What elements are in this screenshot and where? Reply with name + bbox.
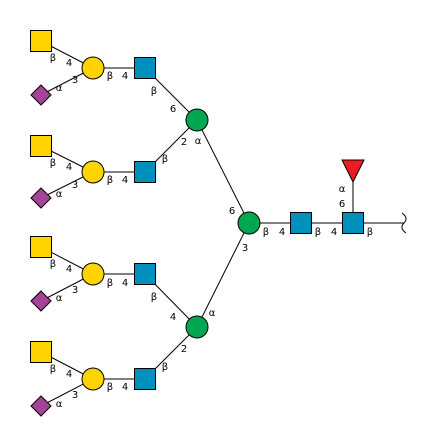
anomer-label: α	[56, 83, 63, 94]
anomer-label: β	[367, 227, 373, 238]
blue-square-icon	[342, 212, 364, 234]
position-label: 3	[72, 180, 78, 191]
anomer-label: β	[50, 158, 56, 169]
blue-square-icon	[134, 161, 156, 183]
anomer-label: β	[107, 175, 113, 186]
purple-diamond-icon	[30, 187, 52, 209]
anomer-label: α	[56, 293, 63, 304]
anomer-label: β	[50, 53, 56, 64]
blue-square-icon	[134, 57, 156, 79]
anomer-label: α	[195, 136, 202, 147]
position-label: 2	[181, 137, 187, 148]
yellow-square-icon	[30, 135, 52, 157]
purple-diamond-icon	[30, 395, 52, 417]
residue-symbols	[30, 30, 365, 417]
position-label: 4	[66, 162, 72, 173]
position-label: 4	[170, 312, 176, 323]
position-label: 3	[72, 390, 78, 401]
anomer-label: β	[151, 86, 157, 97]
anomer-label: α	[56, 399, 63, 410]
anomer-label: β	[162, 362, 168, 373]
blue-square-icon	[134, 263, 156, 285]
position-label: 3	[72, 285, 78, 296]
position-label: 4	[122, 175, 128, 186]
linkage-line-l9	[196, 119, 250, 224]
position-label: 6	[229, 206, 235, 217]
anomer-label: β	[162, 154, 168, 165]
position-label: 4	[122, 278, 128, 289]
position-label: 4	[122, 71, 128, 82]
anomer-label: β	[315, 227, 321, 238]
position-label: 4	[122, 382, 128, 393]
anomer-label: β	[107, 71, 113, 82]
blue-square-icon	[290, 212, 312, 234]
reducing-end-icon	[401, 212, 407, 234]
yellow-circle-icon	[81, 56, 105, 80]
anomer-label: β	[151, 292, 157, 303]
blue-square-icon	[134, 368, 156, 390]
green-circle-icon	[185, 108, 209, 132]
yellow-circle-icon	[81, 367, 105, 391]
position-label: 6	[170, 104, 176, 115]
anomer-label: α	[56, 189, 63, 200]
red-triangle-icon	[341, 159, 365, 184]
position-label: 3	[242, 243, 248, 254]
green-circle-icon	[185, 315, 209, 339]
anomer-label: β	[50, 259, 56, 270]
position-label: 2	[181, 344, 187, 355]
yellow-square-icon	[30, 30, 52, 52]
purple-diamond-icon	[30, 290, 52, 312]
anomer-label: β	[107, 278, 113, 289]
purple-diamond-icon	[30, 84, 52, 106]
anomer-label: α	[339, 184, 346, 195]
green-circle-icon	[237, 211, 261, 235]
position-label: 6	[339, 199, 345, 210]
position-label: 4	[331, 227, 337, 238]
anomer-label: α	[209, 308, 216, 319]
anomer-label: β	[107, 382, 113, 393]
yellow-circle-icon	[81, 160, 105, 184]
yellow-circle-icon	[81, 262, 105, 286]
position-label: 4	[66, 369, 72, 380]
position-label: 3	[72, 75, 78, 86]
anomer-label: β	[263, 227, 269, 238]
linkage-line-l18	[196, 222, 250, 328]
yellow-square-icon	[30, 236, 52, 258]
anomer-label: β	[50, 364, 56, 375]
yellow-square-icon	[30, 341, 52, 363]
position-label: 4	[66, 264, 72, 275]
position-label: 4	[279, 227, 285, 238]
position-label: 4	[66, 58, 72, 69]
